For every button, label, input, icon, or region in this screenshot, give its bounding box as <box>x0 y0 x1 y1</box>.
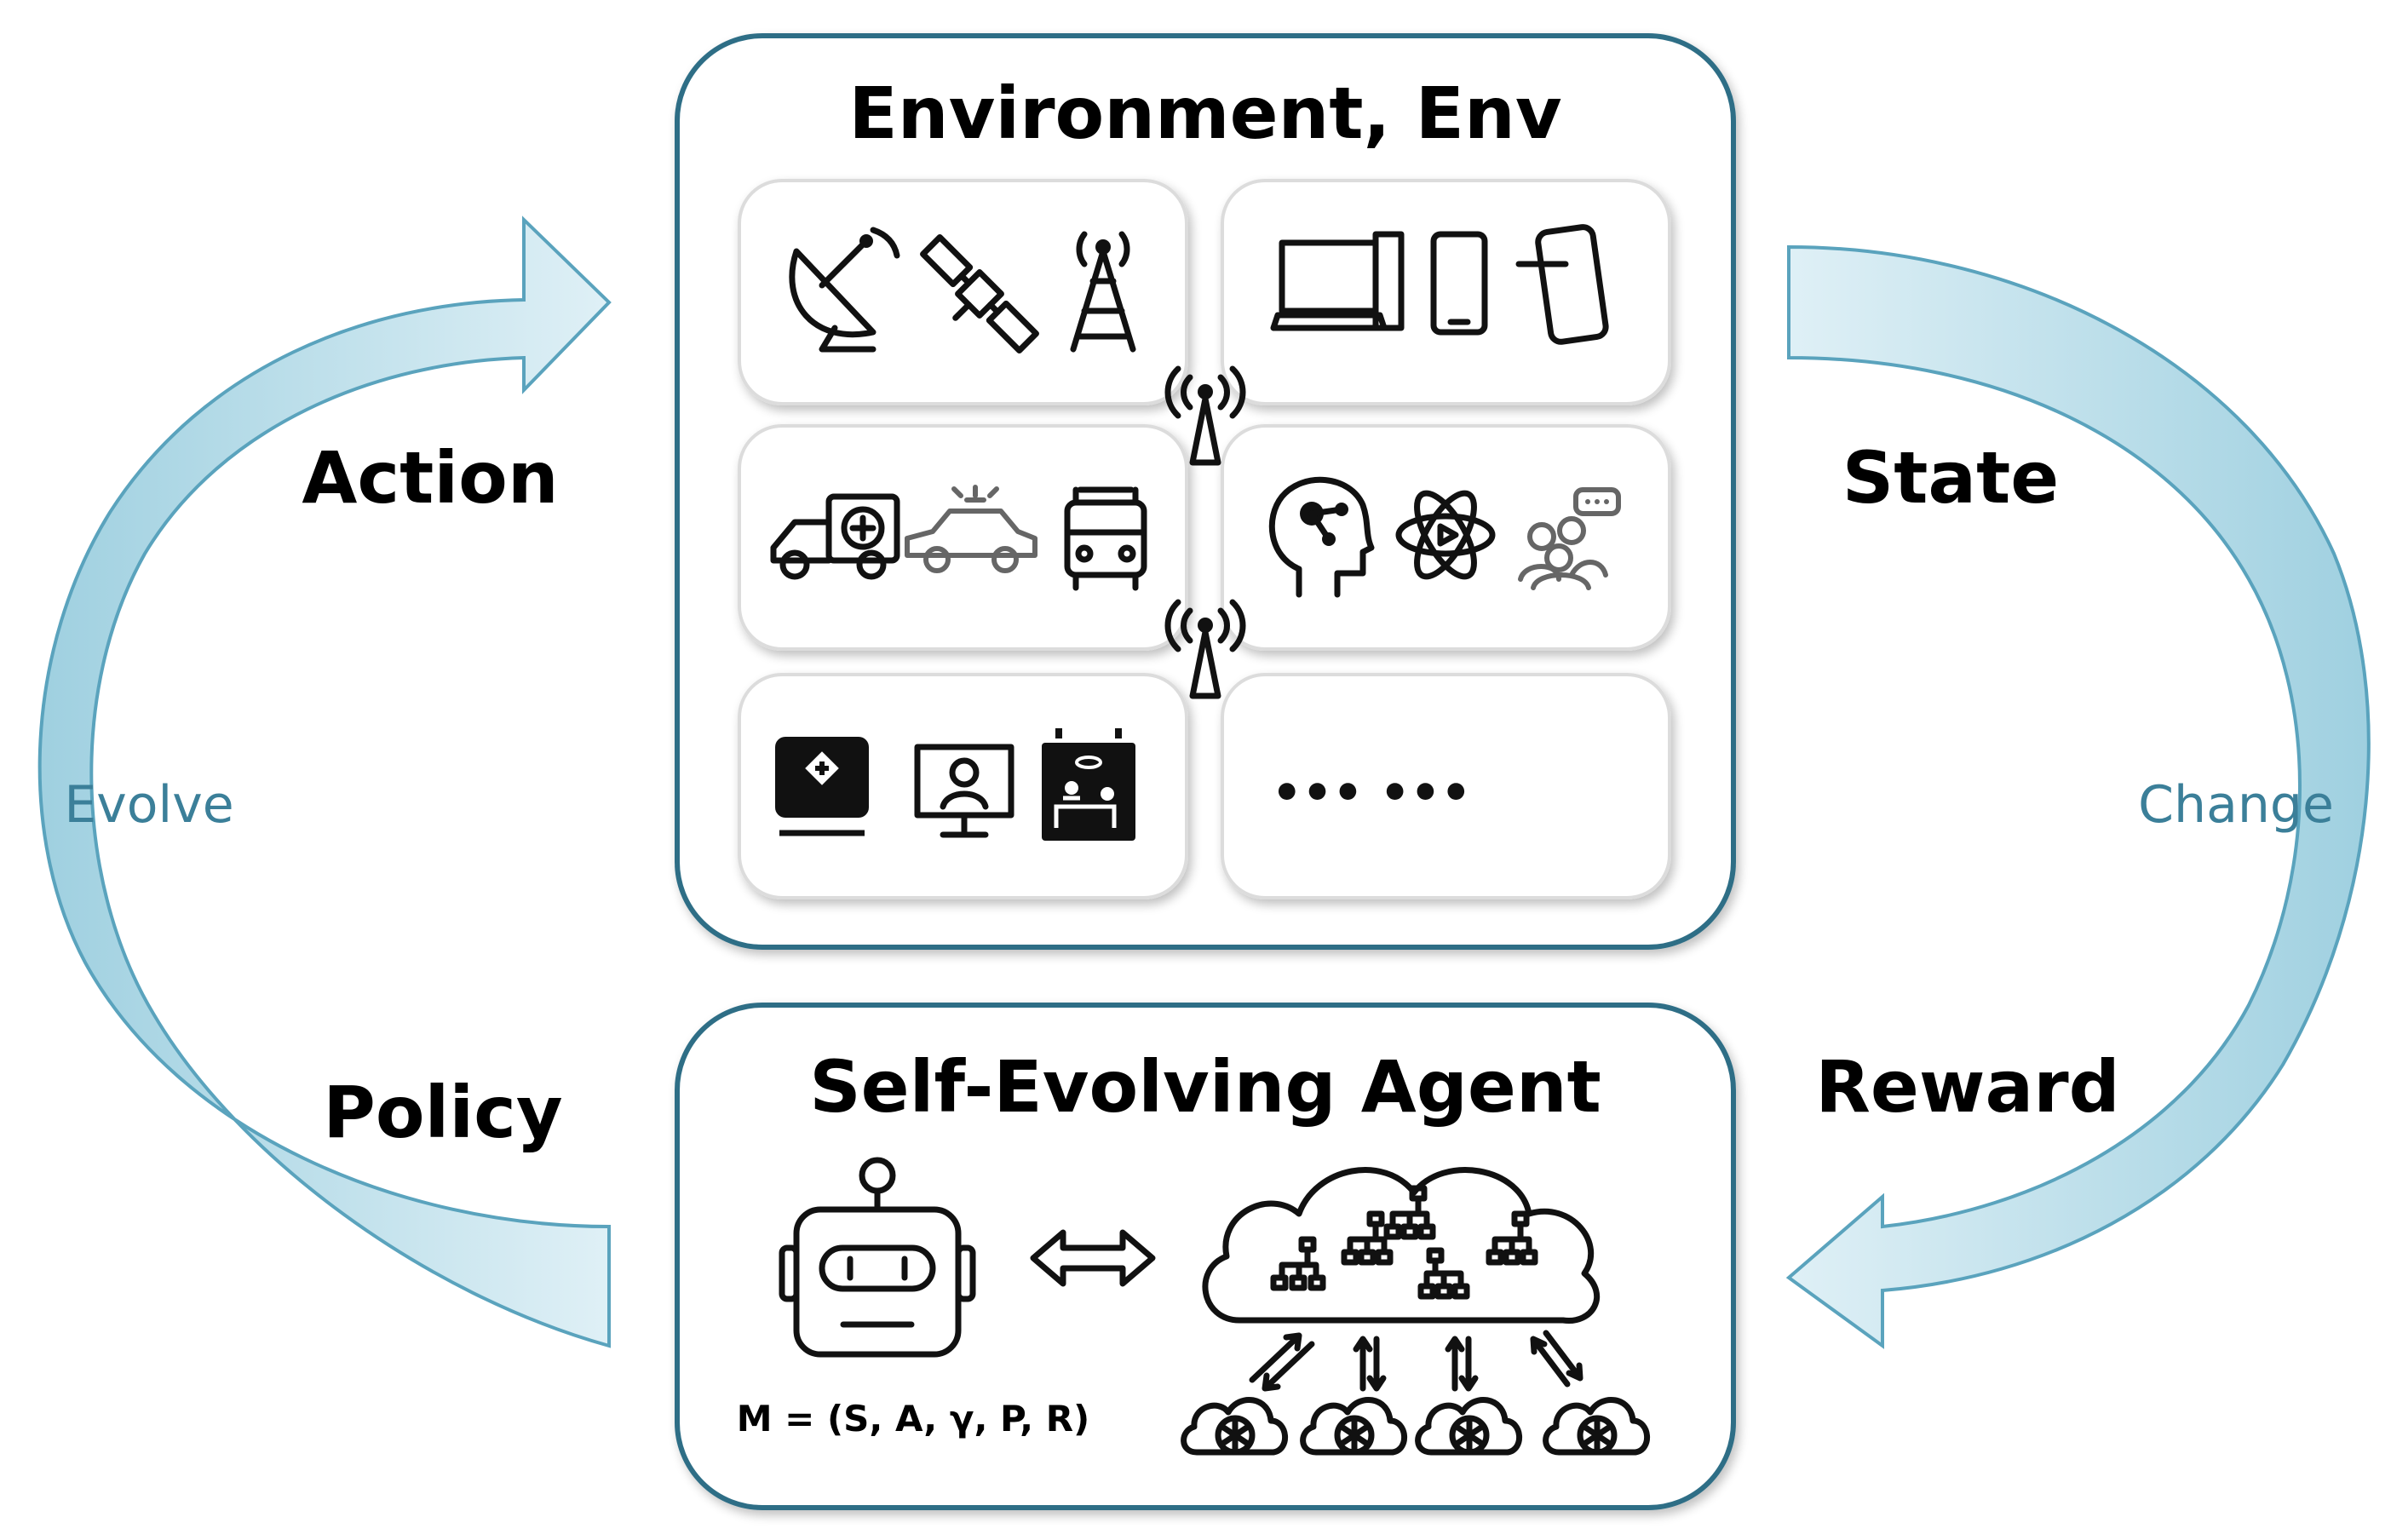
sync-arrows-icon <box>1249 1330 1583 1392</box>
policy-label: Policy <box>323 1071 562 1154</box>
ambulance-icon <box>770 493 900 580</box>
mdp-formula: M = (S, A, γ, P, R) <box>737 1398 1089 1439</box>
edge-cloud-icon <box>1415 1397 1523 1456</box>
environment-title: Environment, Env <box>848 72 1561 155</box>
surgery-board-icon <box>1042 728 1135 841</box>
action-label: Action <box>302 436 558 520</box>
agent-title: Self-Evolving Agent <box>809 1045 1601 1129</box>
agent-box: Self-Evolving Agent M = (S, A, γ, P, R) <box>675 1003 1736 1510</box>
state-label: State <box>1842 436 2059 520</box>
edge-cloud-icon <box>1300 1397 1408 1456</box>
brain-head-icon <box>1268 476 1375 598</box>
desktop-computer-icon <box>1270 231 1405 331</box>
left-loop-arrow <box>37 215 612 1348</box>
fire-truck-icon <box>1064 486 1147 591</box>
antenna-tower-icon <box>1164 599 1246 699</box>
people-chat-icon <box>1518 487 1621 590</box>
evolve-label: Evolve <box>64 775 233 835</box>
edge-cloud-icon <box>1181 1397 1289 1456</box>
satellite-icon <box>920 234 1039 353</box>
change-label: Change <box>2138 775 2334 835</box>
bidirectional-arrow-icon <box>1030 1229 1156 1287</box>
env-panel-devices <box>1221 179 1671 405</box>
atom-icon <box>1395 490 1496 580</box>
cloud-network-icon <box>1202 1167 1601 1324</box>
smartphone-icon <box>1430 231 1488 336</box>
antenna-tower-icon <box>1164 365 1246 466</box>
satellite-dish-icon <box>789 227 900 353</box>
env-panel-more <box>1221 673 1671 899</box>
medical-monitor-icon <box>775 737 869 836</box>
tablet-touch-icon <box>1515 224 1609 345</box>
right-loop-arrow <box>1785 244 2371 1349</box>
telemedicine-screen-icon <box>914 744 1014 838</box>
env-panel-vehicles <box>738 424 1188 651</box>
environment-box: Environment, Env <box>675 33 1736 950</box>
edge-cloud-icon <box>1543 1397 1651 1456</box>
radio-tower-icon <box>1070 231 1136 353</box>
police-car-icon <box>905 485 1037 573</box>
robot-icon <box>779 1157 976 1358</box>
env-ellipsis: ••• ••• <box>1272 766 1471 821</box>
reward-label: Reward <box>1815 1045 2120 1129</box>
